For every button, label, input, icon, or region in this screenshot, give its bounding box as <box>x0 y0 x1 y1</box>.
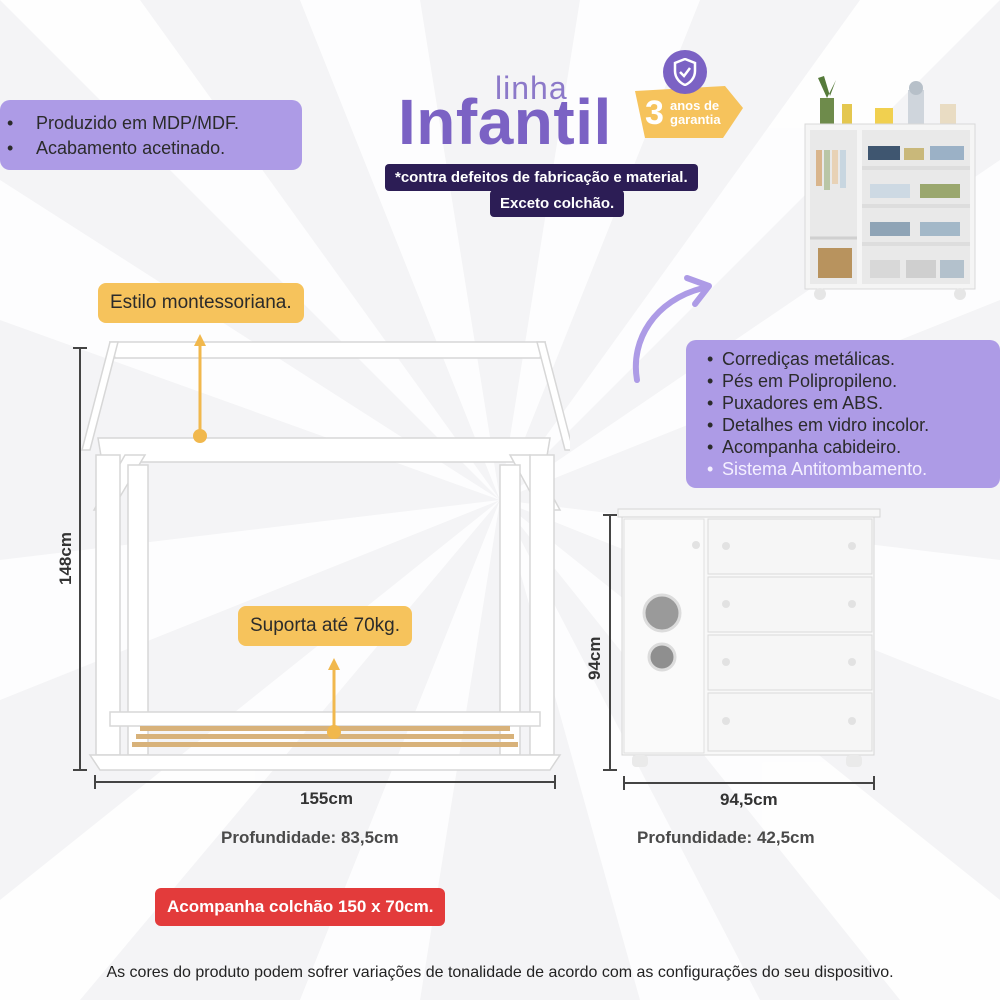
dresser-features-box: Corrediças metálicas. Pés em Polipropile… <box>686 340 1000 488</box>
house-bed-illustration <box>73 334 570 789</box>
bed-width-label: 155cm <box>300 789 353 808</box>
dresser-illustration <box>603 508 881 790</box>
style-label: Estilo montessoriana. <box>98 283 304 323</box>
brand-title: Infantil <box>398 86 612 158</box>
feature-item: Acompanha cabideiro. <box>707 436 1000 458</box>
dresser-open-photo <box>804 76 976 300</box>
bed-height-label: 148cm <box>56 532 75 585</box>
brand-line-word: linha <box>495 70 568 106</box>
bed-depth-label: Profundidade: 83,5cm <box>221 828 399 847</box>
color-disclaimer: As cores do produto podem sofrer variaçõ… <box>106 964 894 981</box>
support-label: Suporta até 70kg. <box>238 606 412 646</box>
warranty-note-1: *contra defeitos de fabricação e materia… <box>385 164 698 191</box>
feature-item: Produzido em MDP/MDF. <box>7 112 302 134</box>
mattress-note: Acompanha colchão 150 x 70cm. <box>155 888 446 926</box>
feature-item: Acabamento acetinado. <box>7 137 302 159</box>
dresser-height-label: 94cm <box>585 636 604 680</box>
feature-item: Sistema Antitombamento. <box>707 458 1000 480</box>
badge-text-1: anos de <box>670 98 720 113</box>
warranty-badge: 3 anos de garantia <box>625 46 750 156</box>
material-features-box: Produzido em MDP/MDF. Acabamento acetina… <box>0 100 302 170</box>
badge-text-2: garantia <box>670 112 721 127</box>
feature-item: Detalhes em vidro incolor. <box>707 414 1000 436</box>
curved-arrow-icon <box>632 275 712 383</box>
feature-item: Corrediças metálicas. <box>707 348 1000 370</box>
feature-item: Pés em Polipropileno. <box>707 370 1000 392</box>
warranty-note-2: Exceto colchão. <box>490 190 625 217</box>
badge-number: 3 <box>645 94 664 132</box>
dresser-depth-label: Profundidade: 42,5cm <box>637 828 815 847</box>
feature-item: Puxadores em ABS. <box>707 392 1000 414</box>
shield-check-icon <box>673 58 697 86</box>
dresser-width-label: 94,5cm <box>720 790 778 809</box>
